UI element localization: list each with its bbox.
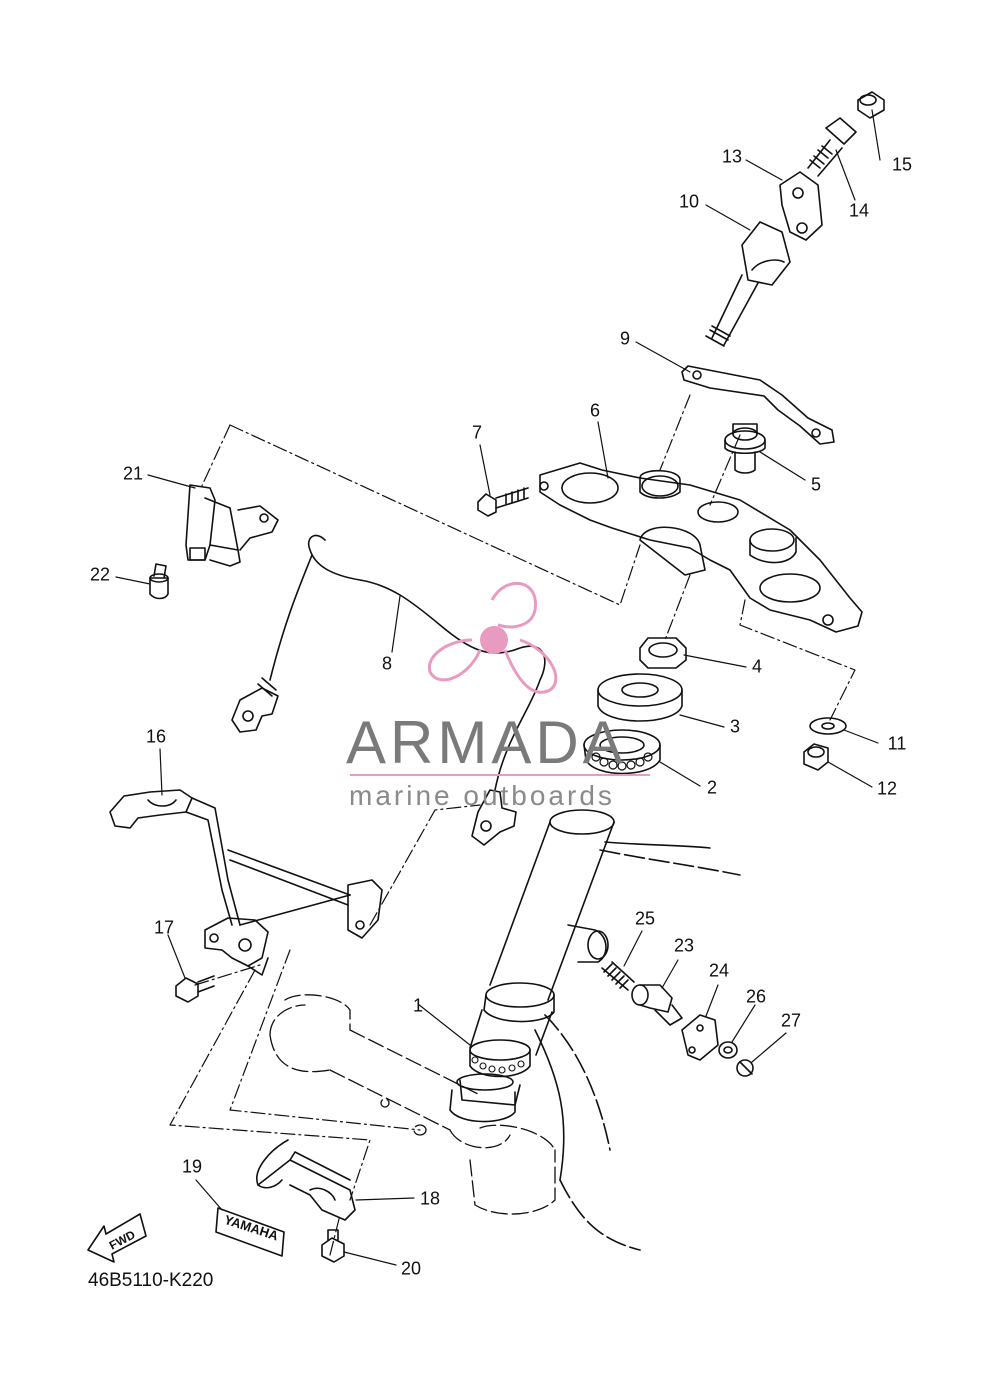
part-code: 46B5110-K220 <box>88 1270 214 1291</box>
part-22-bolt <box>149 563 169 600</box>
callout-7: 7 <box>471 422 483 443</box>
callout-18: 18 <box>419 1188 441 1209</box>
callout-20: 20 <box>400 1258 422 1279</box>
callout-26: 26 <box>745 986 767 1007</box>
callout-19: 19 <box>181 1156 203 1177</box>
decal-text: YAMAHA <box>222 1212 280 1244</box>
callout-22: 22 <box>89 564 111 585</box>
callout-11: 11 <box>887 733 907 754</box>
part-23-plunger <box>631 984 683 1026</box>
part-12-nut <box>803 743 829 771</box>
callout-5: 5 <box>810 474 822 495</box>
part-18-clip <box>256 1139 356 1221</box>
part-21-bracket <box>185 484 279 567</box>
callout-21: 21 <box>122 463 144 484</box>
callout-3: 3 <box>729 716 741 737</box>
callout-27: 27 <box>780 1010 802 1031</box>
part-20-screw <box>321 1229 345 1263</box>
callout-13: 13 <box>721 146 743 167</box>
part-3-cover <box>597 673 683 722</box>
part-13-clamp <box>779 171 823 241</box>
part-2-bearing <box>583 729 661 775</box>
callout-12: 12 <box>876 778 898 799</box>
callout-1: 1 <box>412 995 424 1016</box>
callout-4: 4 <box>751 656 763 677</box>
part-6-upper-bracket <box>539 462 863 633</box>
part-25-spring <box>601 961 635 991</box>
callout-16: 16 <box>145 726 167 747</box>
fwd-arrow-icon <box>87 1213 147 1263</box>
under-bracket-phantom <box>269 994 556 1215</box>
part-7-bolt <box>477 487 529 517</box>
watermark-subtitle: marine outboards <box>349 780 615 811</box>
part-17-bolt <box>175 975 215 1003</box>
watermark-logo-icon <box>427 582 558 694</box>
callout-24: 24 <box>708 960 730 981</box>
part-26-washer <box>718 1041 738 1059</box>
part-19-decal <box>215 1207 285 1257</box>
part-14-bolt <box>807 117 857 177</box>
part-24-plate <box>681 1014 719 1061</box>
assembly-lines <box>169 394 856 1256</box>
watermark-title: ARMADA <box>346 709 627 776</box>
callout-leaders <box>115 109 881 1266</box>
callout-2: 2 <box>706 777 718 798</box>
part-16-stay <box>109 789 383 976</box>
part-4-ring-nut <box>639 637 687 669</box>
callout-14: 14 <box>848 200 870 221</box>
part-1-steering-stem <box>449 809 741 1251</box>
watermark-divider <box>350 774 650 776</box>
part-11-washer <box>809 717 847 735</box>
part-15-nut <box>857 91 885 119</box>
callout-10: 10 <box>678 191 700 212</box>
callout-6: 6 <box>589 400 601 421</box>
callout-17: 17 <box>153 917 175 938</box>
callout-9: 9 <box>619 328 631 349</box>
callout-15: 15 <box>891 154 913 175</box>
part-10-holder <box>705 221 791 347</box>
callout-23: 23 <box>673 935 695 956</box>
callout-8: 8 <box>381 653 393 674</box>
part-5-bolt <box>724 423 766 474</box>
callout-25: 25 <box>634 908 656 929</box>
part-27-rivet <box>736 1059 754 1077</box>
part-9-bracket <box>681 365 835 445</box>
